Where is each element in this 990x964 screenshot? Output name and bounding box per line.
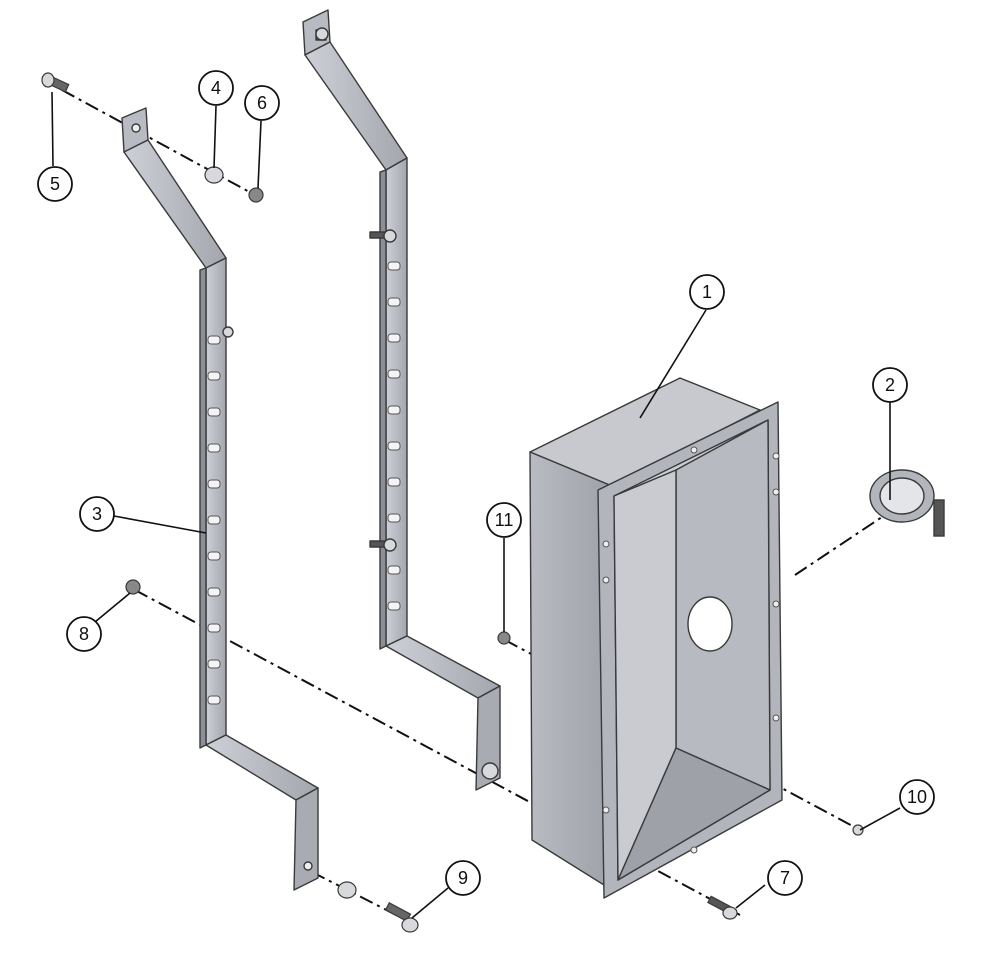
box-inner-bottom — [617, 747, 771, 881]
box-knockout-hole — [687, 596, 733, 652]
callout-4-label: 4 — [211, 78, 221, 98]
callout-8: 8 — [66, 616, 102, 652]
callout-4: 4 — [198, 70, 234, 106]
washer-bottom — [337, 881, 357, 899]
callout-3: 3 — [79, 496, 115, 532]
bolt-part9 — [384, 902, 419, 933]
right-strap-studs — [315, 27, 499, 780]
callout-6-label: 6 — [257, 93, 267, 113]
callout-1: 1 — [689, 274, 725, 310]
washer-part4 — [204, 166, 224, 184]
nut-part6 — [248, 187, 264, 203]
right-strap-diagonal-arm — [304, 41, 408, 171]
leader-lines — [51, 91, 901, 919]
connector-opening — [879, 477, 925, 515]
callout-5: 5 — [37, 166, 73, 202]
callout-3-label: 3 — [92, 504, 102, 524]
callout-9-label: 9 — [458, 868, 468, 888]
enclosure-box — [529, 377, 783, 899]
left-strap-vertical-edge — [199, 267, 207, 749]
right-strap-vertical-edge — [379, 169, 387, 650]
callout-7: 7 — [767, 860, 803, 896]
left-strap-bottom-arm — [205, 734, 319, 801]
callout-11: 11 — [486, 502, 522, 538]
left-strap-bottom-foot — [293, 787, 319, 891]
conduit-connector — [869, 469, 945, 537]
screw-part10 — [852, 824, 864, 836]
callout-1-label: 1 — [702, 282, 712, 302]
left-strap-foot-hole — [303, 861, 313, 871]
callout-2-label: 2 — [885, 375, 895, 395]
left-strap-stud — [222, 326, 234, 338]
connector-clamp-screw — [933, 499, 945, 537]
nut-part8 — [125, 579, 141, 595]
callout-2: 2 — [872, 367, 908, 403]
left-strap-diagonal-arm — [123, 139, 227, 269]
callout-10: 10 — [899, 779, 935, 815]
axis-line-connector2 — [794, 514, 886, 576]
callout-11-label: 11 — [495, 510, 514, 530]
callout-8-label: 8 — [79, 624, 89, 644]
callout-7-label: 7 — [780, 868, 790, 888]
right-strap-slots — [387, 261, 401, 611]
right-mounting-strap — [302, 9, 501, 791]
callout-5-label: 5 — [50, 174, 60, 194]
callout-6: 6 — [244, 85, 280, 121]
left-mounting-strap — [121, 107, 319, 891]
hardware — [41, 72, 864, 933]
screw-part7 — [707, 895, 738, 920]
bolt-part5 — [41, 72, 70, 93]
callouts: 1 2 3 4 5 6 7 8 — [37, 70, 935, 896]
callout-9: 9 — [445, 860, 481, 896]
nut-part11 — [497, 631, 511, 645]
left-strap-tab-hole — [131, 123, 141, 133]
box-flange-holes — [602, 446, 780, 854]
right-strap-bottom-arm — [385, 635, 501, 699]
left-strap-slots — [207, 335, 221, 705]
callout-10-label: 10 — [907, 787, 927, 807]
